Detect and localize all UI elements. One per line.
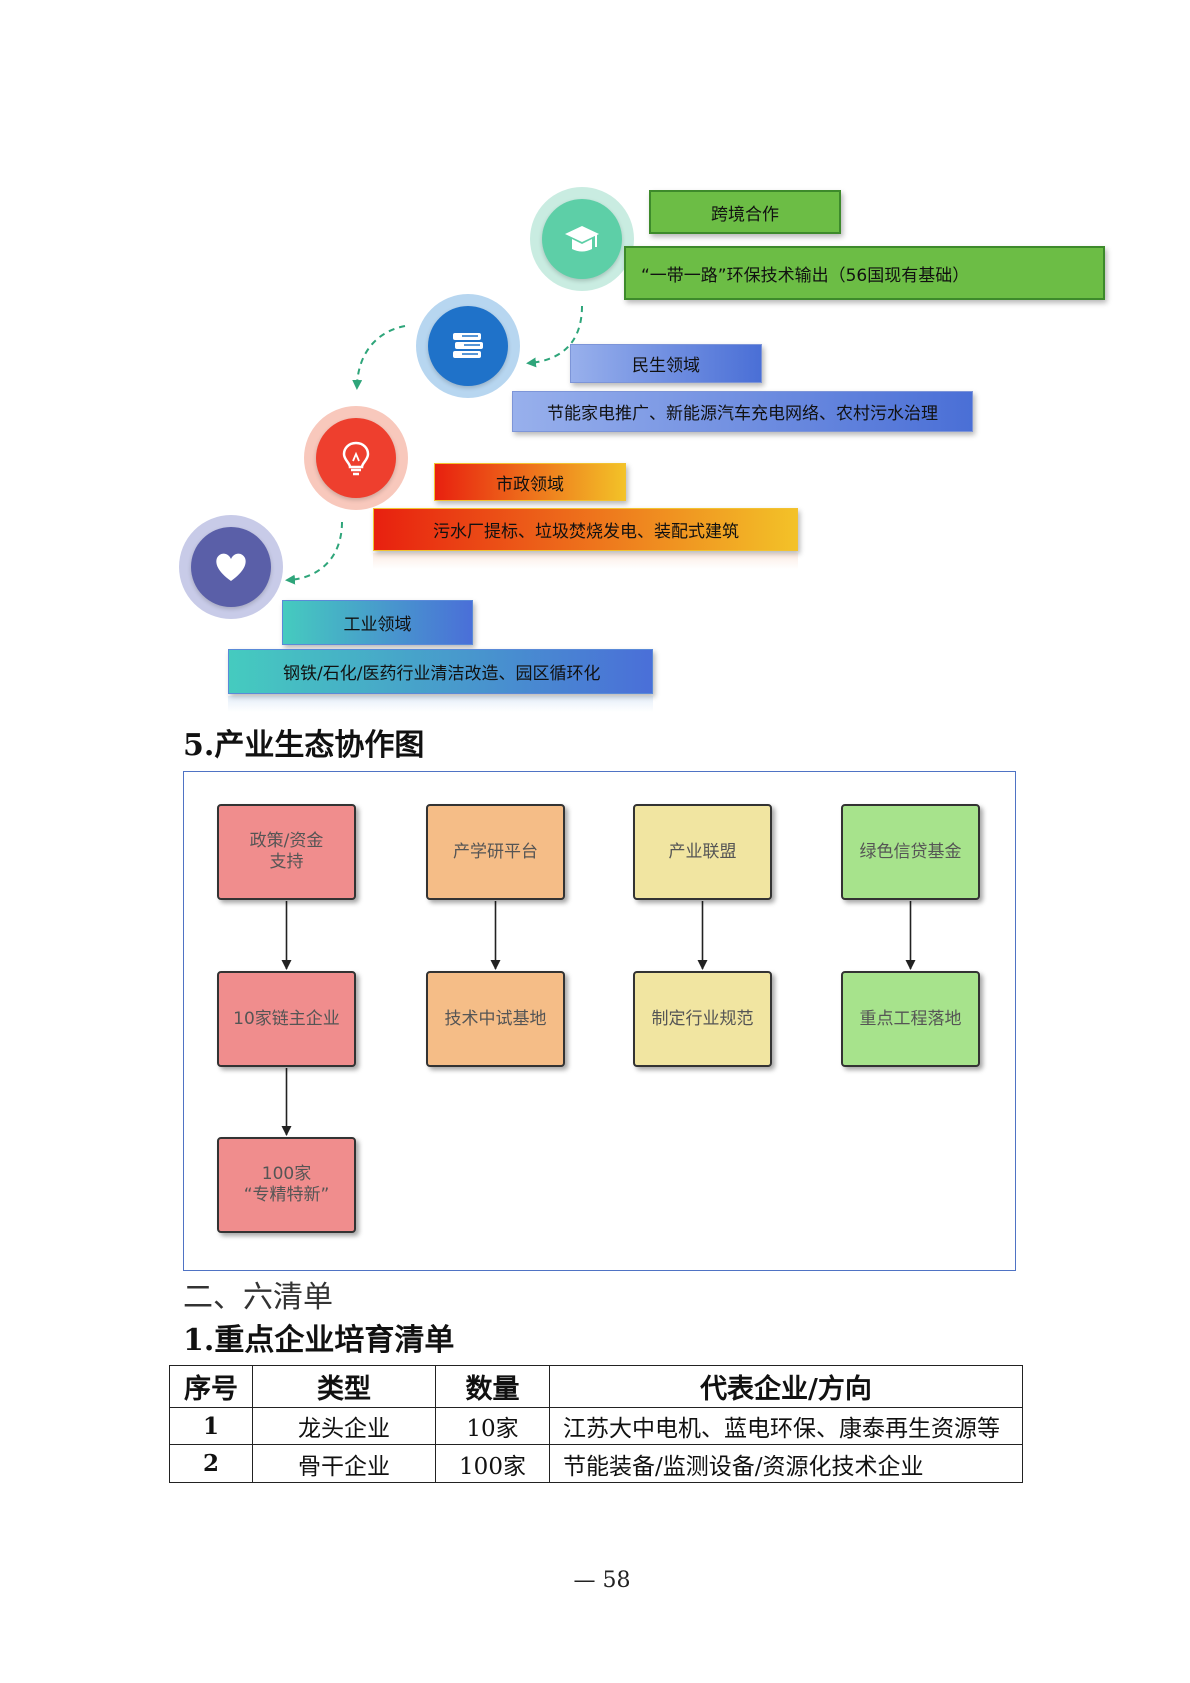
heart-icon — [216, 553, 246, 581]
table-cell-index: 1 — [169, 1407, 253, 1445]
table-row: 1 龙头企业 10家 江苏大中电机、蓝电环保、康泰再生资源等 — [169, 1407, 1023, 1445]
enterprise-cultivation-table: 序号 类型 数量 代表企业/方向 1 龙头企业 10家 江苏大中电机、蓝电环保、… — [169, 1365, 1023, 1483]
table-cell-representatives: 节能装备/监测设备/资源化技术企业 — [549, 1444, 1023, 1483]
table-header-count: 数量 — [435, 1365, 550, 1408]
level3-description-text: 污水厂提标、垃圾焚烧发电、装配式建筑 — [433, 522, 739, 542]
level3-icon-ring — [304, 406, 408, 510]
level3-description: 污水厂提标、垃圾焚烧发电、装配式建筑 — [373, 508, 798, 551]
node-industry-academia-platform: 产学研平台 — [426, 804, 565, 900]
dashed-arrow-level3-to-level4 — [285, 521, 343, 585]
table-header-representatives: 代表企业/方向 — [549, 1365, 1023, 1408]
level4-tag: 工业领域 — [282, 600, 473, 645]
level4-description-text: 钢铁/石化/医药行业清洁改造、园区循环化 — [283, 664, 601, 684]
table-row: 2 骨干企业 100家 节能装备/监测设备/资源化技术企业 — [169, 1444, 1023, 1483]
page-number: — 58 — [573, 1568, 631, 1593]
dashed-arrow-level2-to-level3 — [352, 325, 406, 390]
level4-description: 钢铁/石化/医药行业清洁改造、园区循环化 — [228, 649, 653, 694]
level1-icon-disc — [542, 199, 622, 279]
level1-description-text: “一带一路”环保技术输出（56国现有基础） — [641, 265, 970, 286]
table-cell-type: 龙头企业 — [252, 1407, 436, 1445]
node-green-credit-fund: 绿色信贷基金 — [841, 804, 980, 900]
level3-tag-label: 市政领域 — [496, 474, 564, 495]
level2-icon-disc — [428, 306, 508, 386]
level2-tag: 民生领域 — [570, 344, 762, 383]
level2-description: 节能家电推广、新能源汽车充电网络、农村污水治理 — [512, 391, 973, 432]
table-cell-count: 100家 — [435, 1444, 550, 1483]
section6-heading: 二、六清单 — [183, 1280, 333, 1315]
level3-tag: 市政领域 — [434, 463, 626, 501]
section5-title: 5.产业生态协作图 — [183, 728, 425, 763]
table-cell-count: 10家 — [435, 1407, 550, 1445]
table-cell-representatives: 江苏大中电机、蓝电环保、康泰再生资源等 — [549, 1407, 1023, 1445]
level2-description-text: 节能家电推广、新能源汽车充电网络、农村污水治理 — [547, 404, 938, 424]
table-cell-type: 骨干企业 — [252, 1444, 436, 1483]
level4-tag-label: 工业领域 — [343, 615, 412, 635]
graduation-cap-icon — [565, 226, 599, 252]
level4-icon-ring — [179, 515, 283, 619]
node-pilot-test-base: 技术中试基地 — [426, 971, 565, 1067]
lightbulb-icon — [342, 441, 370, 476]
node-chain-leader-enterprises: 10家链主企业 — [217, 971, 356, 1067]
level1-icon-ring — [530, 187, 634, 291]
level4-description-reflection — [228, 696, 653, 712]
node-industry-standards: 制定行业规范 — [633, 971, 772, 1067]
table-header-type: 类型 — [252, 1365, 436, 1408]
table-header-row: 序号 类型 数量 代表企业/方向 — [169, 1365, 1023, 1408]
level1-tag: 跨境合作 — [649, 190, 841, 234]
level3-description-reflection — [373, 553, 798, 569]
table-cell-index: 2 — [169, 1444, 253, 1483]
level3-icon-disc — [316, 418, 396, 498]
table-header-index: 序号 — [169, 1365, 253, 1408]
level1-tag-label: 跨境合作 — [711, 204, 779, 225]
flowchart-frame — [183, 771, 1016, 1271]
node-policy-funding-support: 政策/资金 支持 — [217, 804, 356, 900]
node-industry-alliance: 产业联盟 — [633, 804, 772, 900]
level4-icon-disc — [191, 527, 271, 607]
books-icon — [453, 333, 483, 358]
section6-sub-heading: 1.重点企业培育清单 — [183, 1323, 455, 1358]
level2-icon-ring — [416, 294, 520, 398]
level1-description: “一带一路”环保技术输出（56国现有基础） — [624, 246, 1105, 300]
node-key-project-landing: 重点工程落地 — [841, 971, 980, 1067]
level2-tag-label: 民生领域 — [632, 356, 700, 376]
node-specialized-enterprises: 100家 “专精特新” — [217, 1137, 356, 1233]
